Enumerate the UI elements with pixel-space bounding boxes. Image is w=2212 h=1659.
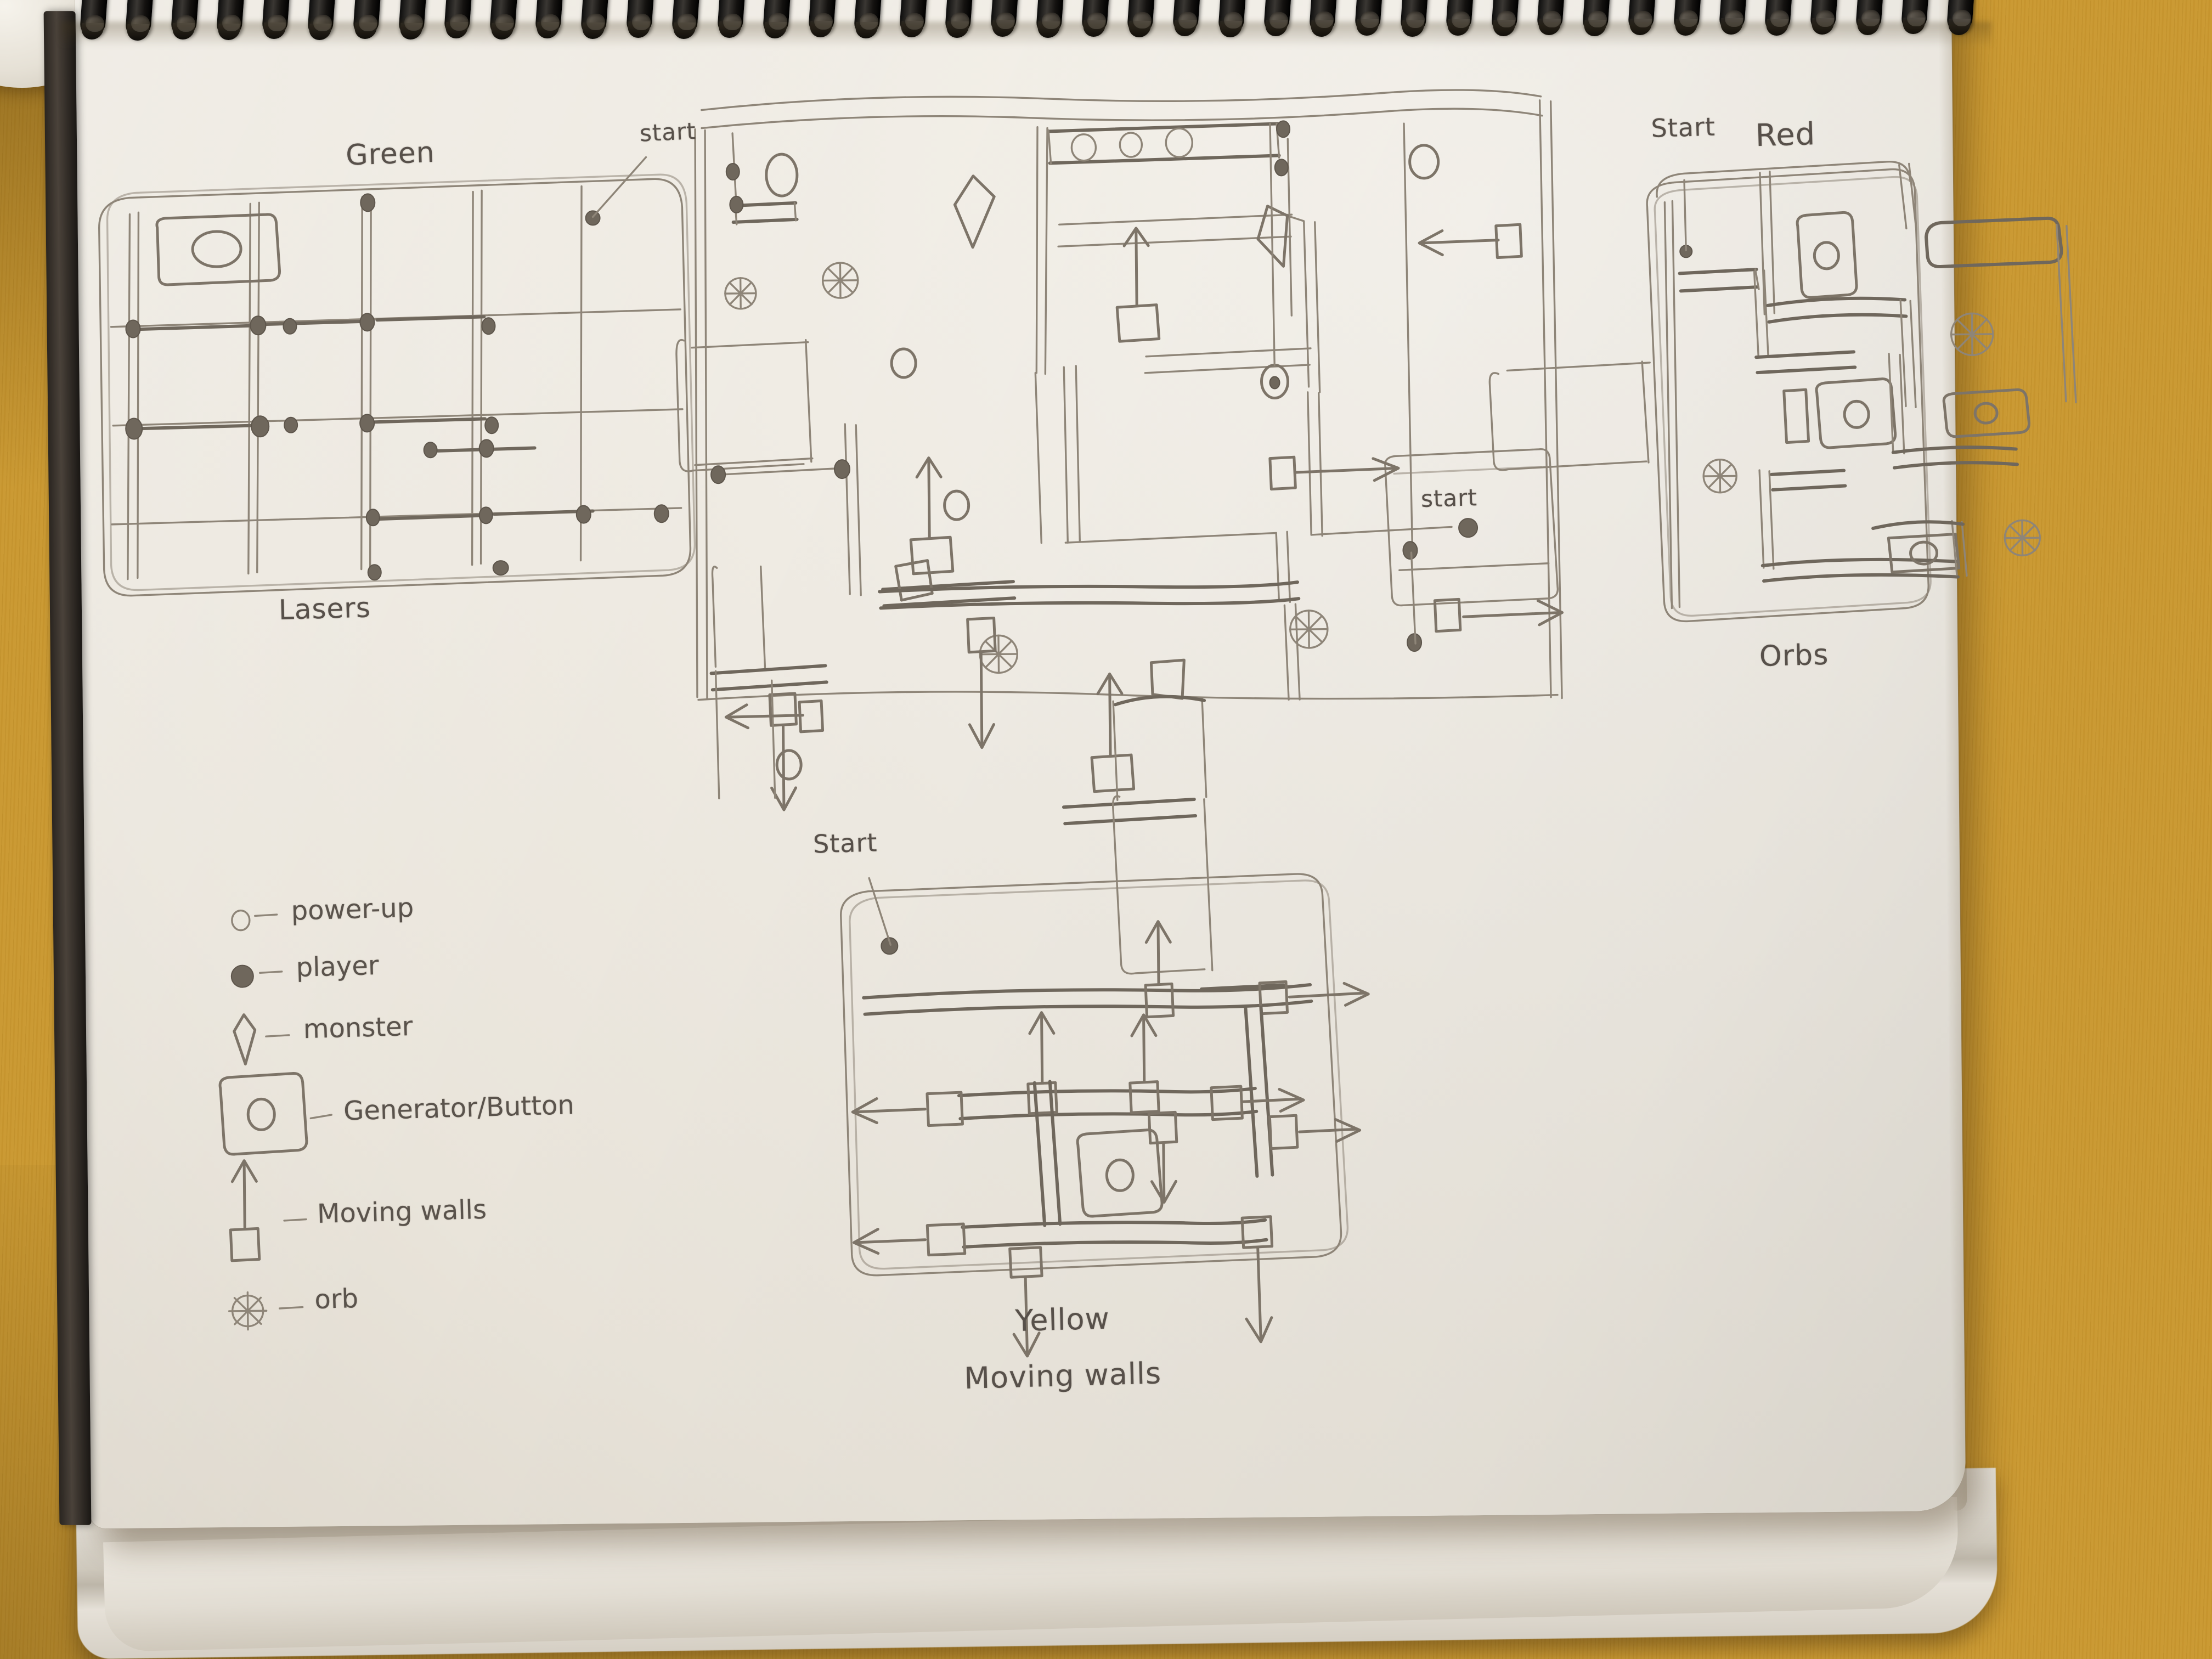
moving-wall-icon [229, 1159, 261, 1262]
moving-wall-center-3 [1062, 672, 1198, 826]
moving-wall-yellow-2 [1128, 1013, 1160, 1114]
moving-wall-center-1 [1115, 227, 1161, 343]
spiral-hole [1269, 12, 1288, 29]
legend-label-power-up: power-up [290, 892, 414, 927]
legend-label-monster: monster [303, 1011, 414, 1045]
label-yellow-title: Yellow [1014, 1301, 1110, 1339]
binding-shadow [60, 22, 1991, 47]
label-red-title: Red [1754, 116, 1816, 154]
legend-icons [218, 909, 332, 1331]
spiral-hole [996, 13, 1015, 29]
spiral-hole [1178, 12, 1197, 29]
moving-wall-yellow-entry [1144, 920, 1175, 1019]
spiral-hole [1816, 10, 1835, 27]
spiral-hole [495, 14, 514, 31]
spiral-hole [268, 15, 286, 31]
spiral-hole [1361, 12, 1379, 28]
spiral-hole [1224, 12, 1243, 29]
spiral-hole [450, 14, 469, 31]
spiral-hole [586, 14, 605, 31]
moving-wall-center-2 [881, 456, 1017, 608]
room-red [1646, 161, 2077, 623]
moving-wall-yellow-3 [1147, 1110, 1178, 1204]
label-yellow-start: Start [812, 827, 878, 859]
spiral-hole [1953, 9, 1971, 26]
spiral-hole [1907, 10, 1926, 26]
spiral-hole [1770, 10, 1789, 27]
label-red-start: Start [1650, 111, 1716, 143]
generator-button-icon [218, 1072, 308, 1156]
legend-label-moving-walls: Moving walls [317, 1194, 487, 1230]
corridor-green-center [675, 339, 814, 472]
player-icon [230, 964, 254, 988]
room-green [98, 173, 696, 597]
spiral-hole [1543, 11, 1561, 27]
spiral-hole [769, 13, 787, 30]
monster-icon [233, 1013, 257, 1066]
orb-red-1 [1950, 312, 1994, 357]
spiral-binding [49, 0, 1986, 38]
spiral-hole [1861, 10, 1880, 27]
spiral-hole [1133, 12, 1152, 29]
label-green-sub: Lasers [278, 591, 371, 626]
orb-icon [228, 1291, 268, 1331]
orb-center-3 [1289, 610, 1329, 649]
spiral-hole [541, 14, 560, 31]
spiral-hole [951, 13, 969, 30]
spiral-hole [814, 13, 833, 30]
spiral-hole [1725, 10, 1743, 27]
orb-red-2 [1702, 459, 1737, 494]
label-green-title: Green [345, 136, 436, 172]
spiral-hole [313, 14, 332, 31]
spiral-hole [1315, 12, 1334, 29]
spiral-hole [1679, 10, 1698, 27]
moving-wall-yellow-1 [1026, 1011, 1058, 1115]
spiral-hole [1087, 12, 1106, 29]
spiral-hole [678, 13, 696, 30]
orb-red-3 [2004, 519, 2041, 557]
spiral-hole [1588, 10, 1607, 27]
label-red-sub: Orbs [1759, 638, 1830, 674]
spiral-hole [860, 13, 878, 30]
spiral-hole [905, 13, 924, 30]
spiral-hole [359, 14, 377, 31]
spiral-hole [131, 15, 150, 32]
sketch-svg [98, 89, 2077, 1358]
label-green-start: start [639, 117, 697, 147]
green-start-leader [591, 156, 647, 218]
red-start-leader [1683, 179, 1687, 252]
spiral-hole [723, 13, 742, 30]
spiral-hole [222, 15, 241, 32]
spiral-hole [632, 14, 651, 30]
room-center [694, 89, 1564, 826]
notebook: Green Lasers start start Start Red Orbs … [43, 0, 2077, 1659]
spiral-hole [1452, 11, 1470, 28]
spiral-hole [1497, 11, 1516, 28]
orb-center-1 [821, 262, 859, 299]
orb-center-4 [724, 277, 757, 310]
orb-center-2 [979, 634, 1018, 674]
moving-wall-yellow-4 [1008, 1246, 1043, 1358]
legend-label-player: player [295, 950, 380, 983]
yellow-start-leader [868, 877, 892, 946]
moving-wall-center-5 [966, 616, 997, 749]
spiral-hole [404, 14, 423, 31]
spiral-hole [1406, 11, 1425, 28]
spiral-hole [86, 15, 104, 32]
label-yellow-sub: Moving walls [963, 1356, 1162, 1396]
sketch-layer: Green Lasers start start Start Red Orbs … [75, 0, 2077, 1528]
power-up-icon [231, 909, 251, 932]
legend-label-orb: orb [314, 1283, 359, 1316]
corridor-center-red [1488, 360, 1651, 471]
label-center-start: start [1420, 484, 1478, 512]
spiral-hole [1042, 12, 1060, 29]
spiral-hole [177, 15, 195, 32]
moving-wall-yellow-5 [1240, 1215, 1274, 1344]
legend-label-generator: Generator/Button [343, 1090, 575, 1127]
room-yellow [840, 873, 1370, 1358]
spiral-hole [1634, 10, 1652, 27]
